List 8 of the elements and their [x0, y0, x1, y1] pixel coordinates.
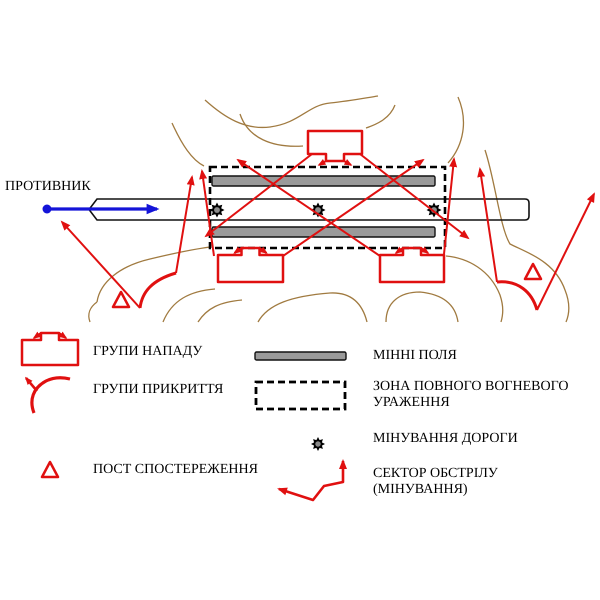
legend-label: СЕКТОР ОБСТРІЛУ (МІНУВАННЯ)	[373, 466, 499, 498]
legend-label: ГРУПИ ПРИКРИТТЯ	[93, 382, 224, 398]
legend-label: ГРУПИ НАПАДУ	[93, 344, 202, 360]
legend-label: ЗОНА ПОВНОГО ВОГНЕВОГО УРАЖЕННЯ	[373, 379, 570, 411]
legend-label: ПОСТ СПОСТЕРЕЖЕННЯ	[93, 462, 258, 478]
legend-label: МІНУВАННЯ ДОРОГИ	[373, 431, 518, 447]
map-label: ПРОТИВНИК	[5, 179, 91, 195]
legend-label: МІННІ ПОЛЯ	[373, 348, 457, 364]
